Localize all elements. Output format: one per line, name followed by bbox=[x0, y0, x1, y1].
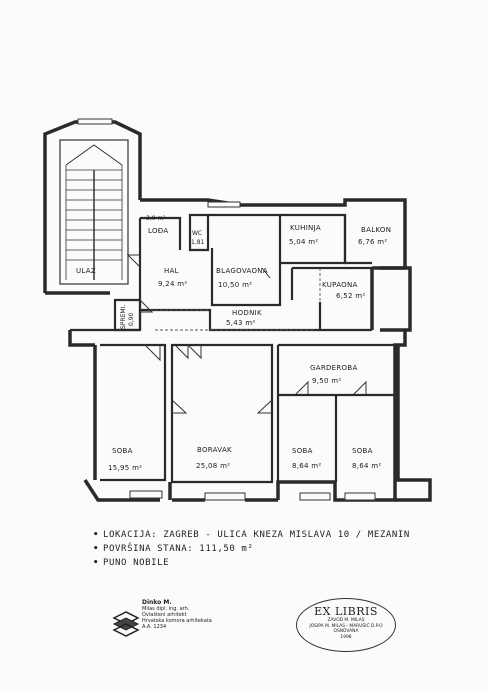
loggia-name: LOĐA bbox=[148, 227, 168, 235]
kitchen-area: 5,04 m² bbox=[289, 238, 319, 246]
corridor-area: 5,43 m² bbox=[226, 319, 256, 327]
note-furnished: •PUNO NOBILE bbox=[93, 558, 170, 568]
room1-name: SOBA bbox=[112, 447, 133, 455]
balcony-area: 6,76 m² bbox=[358, 238, 388, 246]
doors bbox=[126, 254, 367, 414]
room1-area: 15,95 m² bbox=[108, 464, 142, 472]
note-location: •LOKACIJA: ZAGREB - ULICA KNEZA MISLAVA … bbox=[93, 530, 410, 540]
hall-area: 9,24 m² bbox=[158, 280, 188, 288]
entrance-name: ULAZ bbox=[76, 267, 96, 275]
corridor-name: HODNIK bbox=[232, 309, 262, 317]
wardrobe-name: GARDEROBA bbox=[310, 364, 358, 372]
room3-area: 8,64 m² bbox=[352, 462, 382, 470]
windows bbox=[77, 118, 376, 501]
room2-area: 8,64 m² bbox=[292, 462, 322, 470]
storage-area: 0,90 bbox=[128, 312, 135, 326]
stair-treads bbox=[59, 139, 129, 285]
engineer-logo-icon bbox=[112, 611, 140, 637]
note-label: POVRŠINA STANA bbox=[103, 544, 188, 554]
room-labels: LOĐA 3,0 m² WC 1,81 BLAGOVAONA 10,50 m² … bbox=[76, 215, 391, 472]
loggia-area: 3,0 m² bbox=[146, 215, 166, 222]
interior-walls bbox=[70, 213, 395, 484]
wc-name: WC bbox=[192, 230, 202, 237]
ex-libris-title: EX LIBRIS bbox=[314, 605, 378, 618]
storage-name: SPREMI. bbox=[120, 305, 127, 329]
kitchen-name: KUHINJA bbox=[290, 224, 321, 232]
wardrobe-area: 9,50 m² bbox=[312, 377, 342, 385]
dining-area: 10,50 m² bbox=[218, 281, 252, 289]
room3-name: SOBA bbox=[352, 447, 373, 455]
dining-name: BLAGOVAONA bbox=[216, 267, 268, 275]
balcony-name: BALKON bbox=[361, 226, 391, 234]
living-name: BORAVAK bbox=[197, 446, 232, 454]
note-value: : 111,50 m² bbox=[187, 544, 254, 554]
note-label: LOKACIJA bbox=[103, 530, 152, 540]
engineer-stamp-text: Dinko M. Milas dipl. ing. arh. Ovlašteni… bbox=[142, 599, 212, 631]
dashed-lines bbox=[150, 268, 321, 331]
note-label: PUNO NOBILE bbox=[103, 558, 170, 568]
room2-name: SOBA bbox=[292, 447, 313, 455]
bathroom-area: 6,52 m² bbox=[336, 292, 366, 300]
engineer-stamp: Dinko M. Milas dipl. ing. arh. Ovlašteni… bbox=[112, 600, 212, 644]
bathroom-name: KUPAONA bbox=[322, 281, 358, 289]
wc-area: 1,81 bbox=[191, 239, 205, 246]
property-notes: •LOKACIJA: ZAGREB - ULICA KNEZA MISLAVA … bbox=[93, 528, 453, 570]
note-area: •POVRŠINA STANA: 111,50 m² bbox=[93, 544, 254, 554]
hall-name: HAL bbox=[164, 267, 179, 275]
ex-libris-stamp: EX LIBRIS ZAVOD M. MILAS JOSIPA M. MILAS… bbox=[296, 598, 396, 652]
note-value: : ZAGREB - ULICA KNEZA MISLAVA 10 / MEZA… bbox=[151, 530, 410, 540]
walls bbox=[43, 120, 432, 502]
living-area: 25,08 m² bbox=[196, 462, 230, 470]
